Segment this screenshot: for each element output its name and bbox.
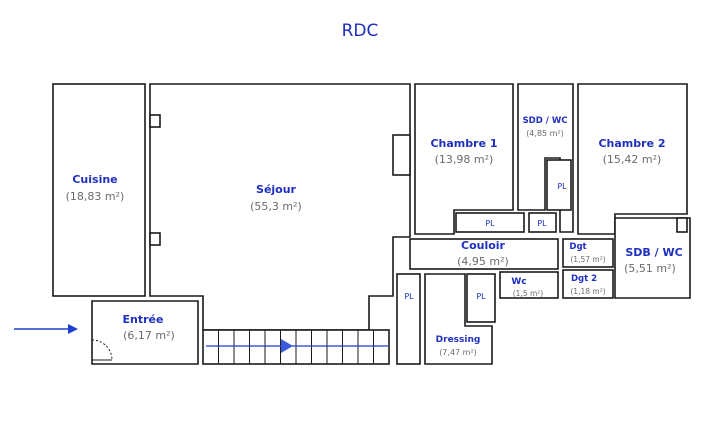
label-pl: PL <box>476 292 486 301</box>
stair-arrow-icon <box>281 339 293 353</box>
plan-title: RDC <box>342 21 379 41</box>
area-dressing: (7,47 m²) <box>439 348 477 357</box>
closet-pl <box>396 273 421 365</box>
label-couloir: Couloir <box>461 239 506 252</box>
label-dgt-2: Dgt 2 <box>571 274 597 284</box>
wall-niche <box>676 217 688 233</box>
label-cuisine: Cuisine <box>72 173 117 186</box>
label-chambre-1: Chambre 1 <box>430 137 497 150</box>
label-entree: Entrée <box>123 313 164 326</box>
wall-niche <box>149 114 161 128</box>
wall-pillar <box>392 134 411 176</box>
label-pl: PL <box>557 182 567 191</box>
area-dgt: (1,57 m²) <box>570 255 605 264</box>
area-entree: (6,17 m²) <box>123 329 175 342</box>
area-chambre-1: (13,98 m²) <box>435 153 494 166</box>
label-sdd-wc: SDD / WC <box>523 116 568 126</box>
area-sejour: (55,3 m²) <box>250 200 302 213</box>
label-pl: PL <box>537 219 547 228</box>
label-dressing: Dressing <box>436 335 481 345</box>
area-chambre-2: (15,42 m²) <box>603 153 662 166</box>
label-chambre-2: Chambre 2 <box>598 137 665 150</box>
room-chambre-1 <box>414 83 514 235</box>
area-sdd-wc: (4,85 m²) <box>526 129 564 138</box>
room-cuisine <box>52 83 146 297</box>
door-swing <box>91 339 113 361</box>
label-wc: Wc <box>511 277 526 287</box>
room-dgt-2 <box>562 269 614 299</box>
room-dressing <box>424 273 493 365</box>
area-cuisine: (18,83 m²) <box>66 190 125 203</box>
room-sdd-wc <box>517 83 574 233</box>
area-wc: (1,5 m²) <box>513 289 544 298</box>
area-dgt-2: (1,18 m²) <box>570 287 605 296</box>
closet-pl <box>528 212 557 233</box>
room-couloir <box>409 238 559 270</box>
label-sejour: Séjour <box>256 183 297 196</box>
area-sdb-wc: (5,51 m²) <box>624 262 676 275</box>
door-frame <box>91 340 112 361</box>
room-sdb-wc <box>614 217 691 299</box>
room-wc <box>499 271 559 299</box>
area-couloir: (4,95 m²) <box>457 255 509 268</box>
label-sdb-wc: SDB / WC <box>625 246 682 259</box>
label-dgt: Dgt <box>569 242 586 252</box>
wall-niche <box>149 232 161 246</box>
room-dgt <box>562 238 614 268</box>
closet-pl <box>466 273 496 323</box>
room-sejour <box>149 83 411 331</box>
closet-pl <box>455 212 525 233</box>
label-pl: PL <box>404 292 414 301</box>
closet-pl <box>546 159 572 211</box>
entrance-arrow-icon <box>68 324 78 334</box>
room-chambre-2 <box>577 83 688 235</box>
label-pl: PL <box>485 219 495 228</box>
staircase <box>202 329 390 365</box>
